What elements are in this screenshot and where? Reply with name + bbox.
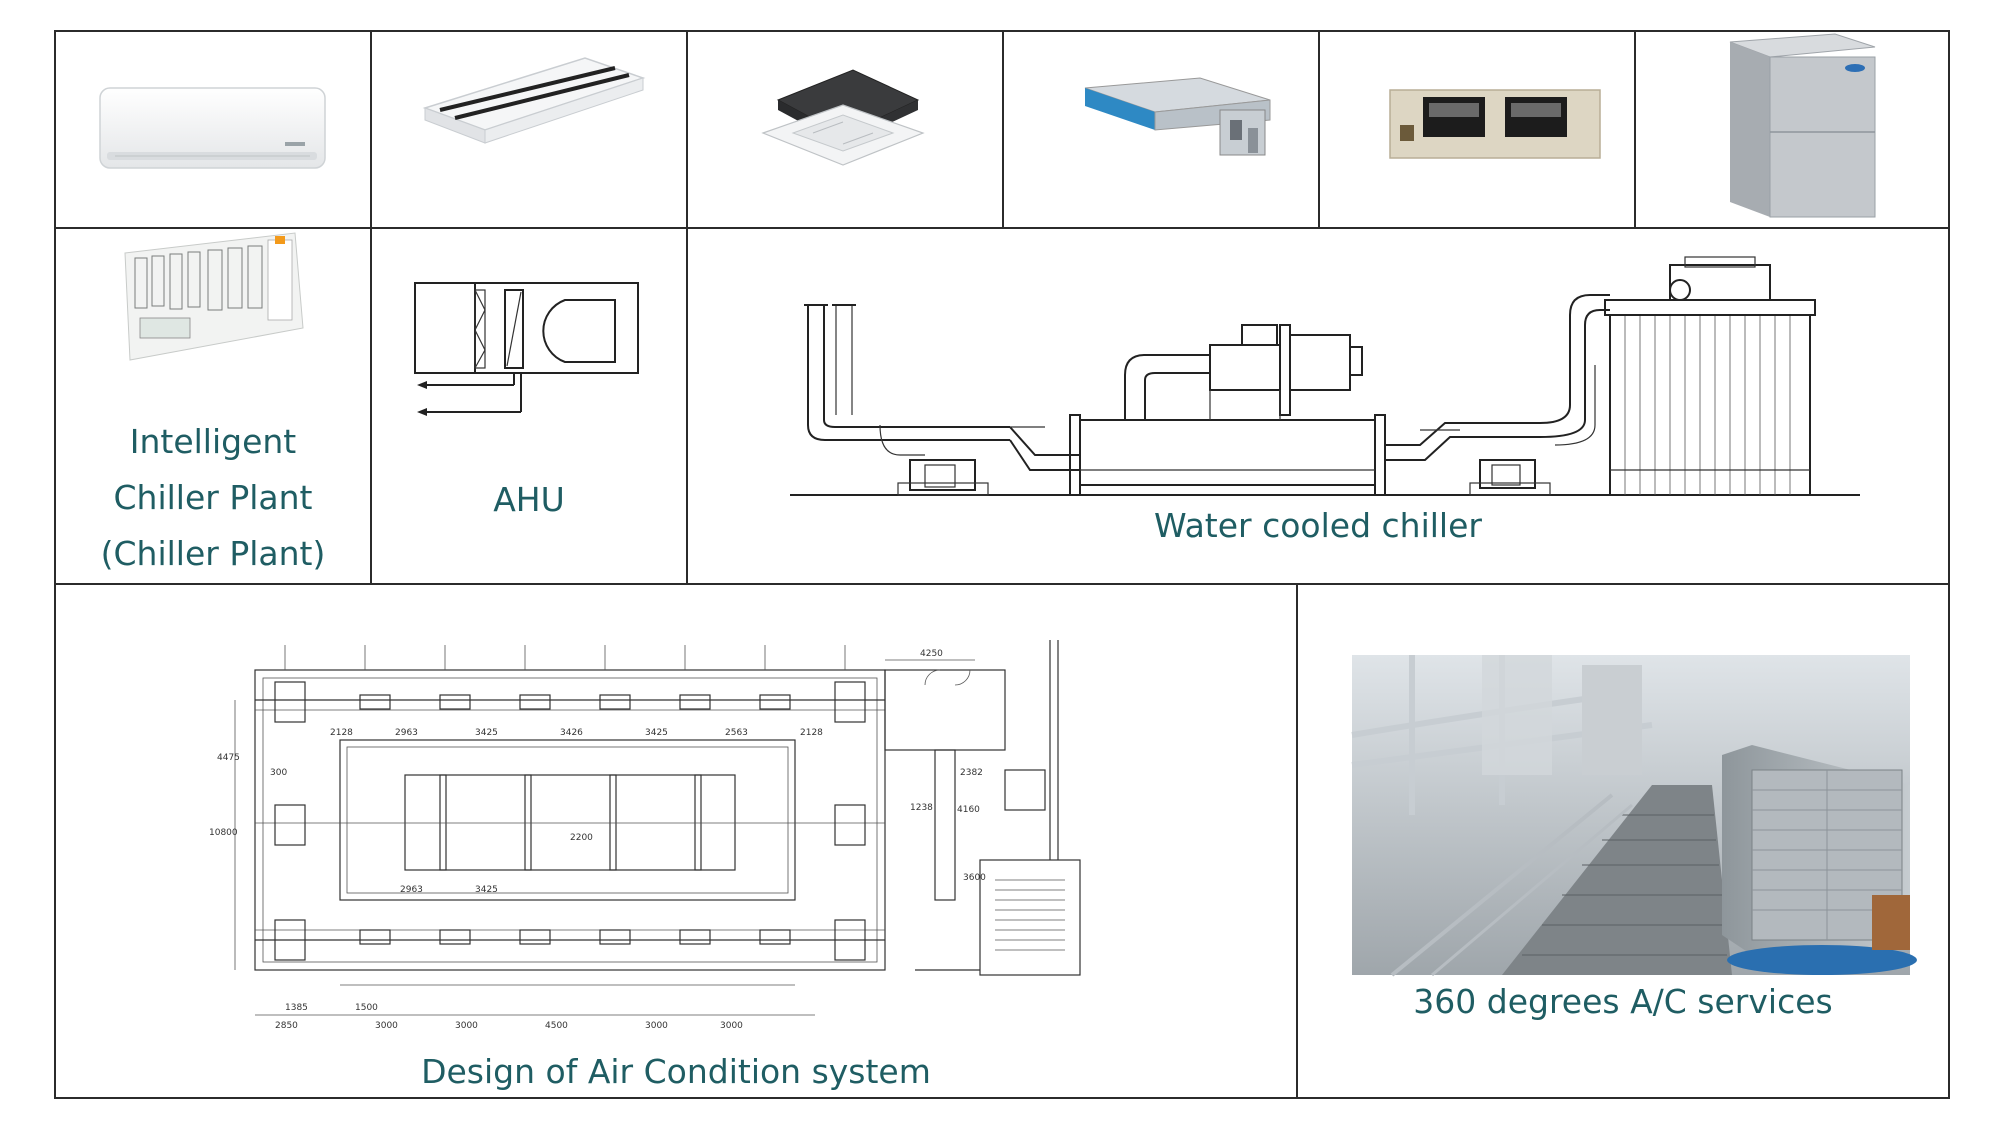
dim-right-0: 2382	[960, 768, 983, 778]
ahu-schematic	[414, 282, 639, 416]
grid-row3-col	[1296, 583, 1298, 1099]
grid-col-2	[686, 30, 688, 585]
dim-bottom-2: 2850	[275, 1021, 298, 1031]
ac-design-floor-plan: 4250 2128 2963 3425 3426 3425 2563 2128 …	[209, 640, 1081, 1031]
dim-right-2: 4160	[957, 805, 980, 815]
grid-col-5	[1634, 30, 1636, 229]
ceiling-suspended-unit-image	[422, 57, 646, 144]
chiller-plant-caption-line3: (Chiller Plant)	[100, 534, 326, 573]
dim-bottom-3: 3000	[375, 1021, 398, 1031]
package-unit-image	[1729, 33, 1876, 218]
dim-mid: 2200	[570, 833, 593, 843]
dim-left-1: 300	[270, 768, 287, 778]
grid-col-1	[370, 30, 372, 585]
grid-border-right	[1948, 30, 1950, 1099]
grid-border-left	[54, 30, 56, 1099]
dim-bottom-5: 4500	[545, 1021, 568, 1031]
chiller-plant-caption-line2: Chiller Plant	[113, 478, 313, 517]
dim-row1-3: 3426	[560, 728, 583, 738]
dim-row1-4: 3425	[645, 728, 668, 738]
dim-row1-2: 3425	[475, 728, 498, 738]
dim-row1-6: 2128	[800, 728, 823, 738]
water-cooled-chiller-drawing	[790, 256, 1860, 496]
dim-row2-0: 2963	[400, 885, 423, 895]
design-caption: Design of Air Condition system	[421, 1052, 931, 1091]
ac-services-caption: 360 degrees A/C services	[1413, 982, 1833, 1021]
chiller-plant-panel-image	[124, 232, 304, 361]
dim-row2-1: 3425	[475, 885, 498, 895]
dim-bottom-7: 3000	[720, 1021, 743, 1031]
chiller-plant-caption-line1: Intelligent	[129, 422, 297, 461]
grid-border-bottom	[54, 1097, 1950, 1099]
cassette-unit-image	[761, 69, 925, 166]
ac-services-photo	[1351, 655, 1917, 977]
ducted-split-unit-image	[1389, 89, 1601, 159]
grid-col-4	[1318, 30, 1320, 229]
dim-row1-0: 2128	[330, 728, 353, 738]
ducted-fan-coil-image	[1084, 77, 1271, 156]
dim-right-1: 1238	[910, 803, 933, 813]
dim-row1-1: 2963	[395, 728, 418, 738]
dim-top: 4250	[920, 649, 943, 659]
ahu-caption: AHU	[493, 480, 565, 519]
wall-split-unit-image	[99, 87, 326, 169]
dim-right-3: 3600	[963, 873, 986, 883]
dim-left-0: 4475	[217, 753, 240, 763]
grid-row2-divider	[54, 583, 1950, 585]
dim-left-2: 10800	[209, 828, 238, 838]
dim-row1-5: 2563	[725, 728, 748, 738]
dim-bottom-6: 3000	[645, 1021, 668, 1031]
dim-bottom-0: 1385	[285, 1003, 308, 1013]
dim-bottom-4: 3000	[455, 1021, 478, 1031]
dim-bottom-1: 1500	[355, 1003, 378, 1013]
grid-col-3	[1002, 30, 1004, 229]
water-cooled-chiller-caption: Water cooled chiller	[1154, 506, 1482, 545]
